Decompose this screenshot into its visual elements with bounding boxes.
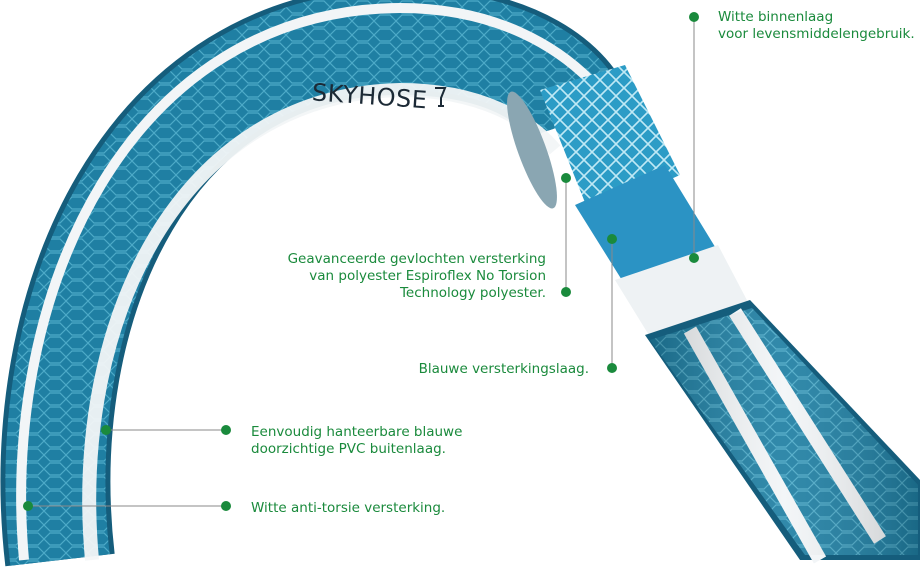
callout-braid-line-3: Technology polyester. — [399, 285, 546, 301]
dot-anti-torsion-end — [221, 501, 231, 511]
callout-outer-layer-line-1: Eenvoudig hanteerbare blauwe — [251, 424, 463, 440]
blue-reinforcement-band — [575, 165, 720, 285]
callout-blue-layer: Blauwe versterkingslaag. — [419, 361, 589, 378]
callout-blue-layer-line-1: Blauwe versterkingslaag. — [418, 361, 589, 377]
dot-blue-layer-end — [607, 363, 617, 373]
callout-lines — [28, 17, 695, 507]
dot-braid-end — [561, 287, 571, 297]
dot-anti-torsion-start — [23, 501, 33, 511]
callout-inner-layer: Witte binnenlaag voor levensmiddelengebr… — [718, 9, 915, 43]
callout-outer-layer-line-2: doorzichtige PVC buitenlaag. — [251, 441, 446, 457]
dot-outer-layer-end — [221, 425, 231, 435]
hose-arch — [0, 0, 633, 567]
callout-outer-layer: Eenvoudig hanteerbare blauwe doorzichtig… — [251, 424, 462, 458]
callout-anti-torsion-line-1: Witte anti-torsie versterking. — [251, 500, 446, 516]
dot-inner-layer-end — [689, 253, 699, 263]
dot-braid-start — [561, 173, 571, 183]
hose-end-segment — [645, 300, 920, 564]
callout-braid-line-1: Geavanceerde gevlochten versterking — [287, 251, 546, 267]
dot-outer-layer-start — [101, 425, 111, 435]
dot-blue-layer-start — [607, 234, 617, 244]
callout-braid-line-2: van polyester Espiroflex No Torsion — [309, 268, 546, 284]
callout-braided-reinforcement: Geavanceerde gevlochten versterking van … — [288, 251, 546, 302]
callout-anti-torsion: Witte anti-torsie versterking. — [251, 500, 445, 517]
callout-inner-layer-line-2: voor levensmiddelengebruik. — [718, 26, 915, 42]
callout-dots — [23, 12, 699, 511]
dot-inner-layer-top — [689, 12, 699, 22]
callout-inner-layer-line-1: Witte binnenlaag — [718, 9, 834, 25]
food-safe-icon — [435, 87, 447, 107]
